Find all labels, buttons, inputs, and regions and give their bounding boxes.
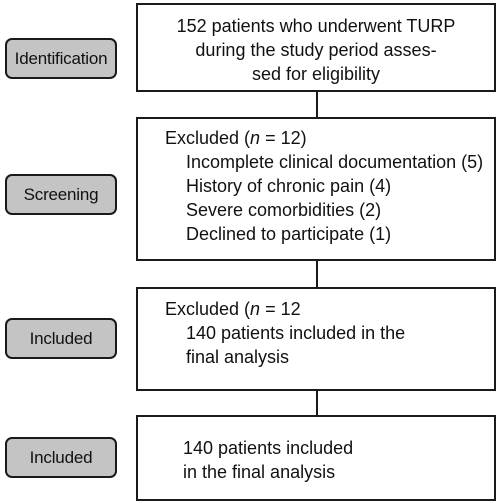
connector-line (316, 391, 318, 415)
excluded-heading-suffix: = 12) (260, 128, 307, 148)
n-symbol: n (250, 299, 261, 319)
connector-line (316, 92, 318, 117)
stage-label-included: Included (5, 318, 117, 359)
excluded-heading-suffix: = 12 (260, 299, 301, 319)
included-line: final analysis (186, 347, 290, 367)
excluded-heading-prefix: Excluded ( (165, 128, 251, 148)
final-analysis-line: in the final analysis (183, 462, 336, 482)
identification-line: 152 patients who underwent TURP (176, 16, 456, 36)
stage-label-included-final: Included (5, 437, 117, 478)
exclusion-reason: Declined to participate (1) (186, 224, 392, 244)
excluded-heading: Excluded (n = 12 (165, 297, 494, 321)
stage-label-screening: Screening (5, 174, 117, 215)
exclusion-reason: Incomplete clinical documentation (5) (186, 152, 484, 172)
identification-line: sed for eligibility (251, 64, 381, 84)
identification-line: during the study period asses- (195, 40, 437, 60)
final-analysis-box: 140 patients included in the final analy… (136, 415, 496, 501)
final-analysis-line: 140 patients included (183, 438, 354, 458)
connector-line (316, 261, 318, 287)
screening-box: Excluded (n = 12) Incomplete clinical do… (136, 117, 496, 261)
included-line: 140 patients included in the (186, 323, 406, 343)
included-box: Excluded (n = 12 140 patients included i… (136, 287, 496, 391)
excluded-heading: Excluded (n = 12) (165, 126, 494, 150)
exclusion-reason: History of chronic pain (4) (186, 176, 392, 196)
n-symbol: n (250, 128, 261, 148)
excluded-heading-prefix: Excluded ( (165, 299, 251, 319)
stage-label-identification: Identification (5, 38, 117, 79)
identification-box: 152 patients who underwent TURP during t… (136, 3, 496, 92)
exclusion-reason: Severe comorbidities (2) (186, 200, 382, 220)
